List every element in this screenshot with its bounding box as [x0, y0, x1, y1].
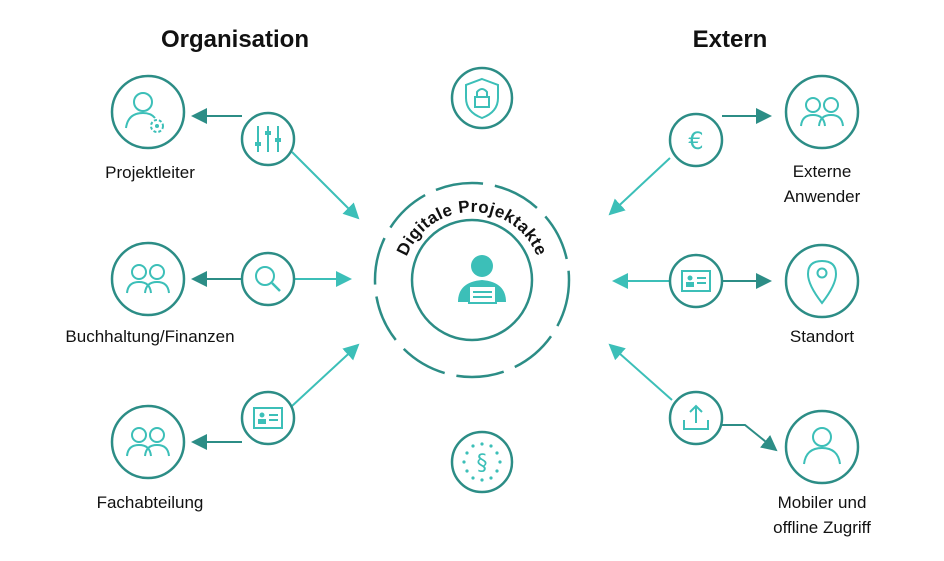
shield-lock-icon [450, 66, 514, 130]
label-fachabteilung: Fachabteilung [96, 493, 204, 512]
user-gear-icon [110, 74, 186, 150]
center-node: Digitale Projektakte [373, 181, 571, 379]
users-icon-left-2 [110, 241, 186, 317]
location-pin-icon [784, 243, 860, 319]
search-icon [240, 251, 296, 307]
heading-extern: Extern [692, 26, 768, 53]
svg-text:§: § [477, 451, 488, 476]
heading-organisation: Organisation [160, 26, 310, 53]
label-mobiler-offline: Mobiler und offline Zugriff [742, 490, 902, 540]
label-buchhaltung-finanzen: Buchhaltung/Finanzen [65, 327, 235, 346]
euro-icon: € [668, 112, 724, 168]
label-mobiler-offline-line1: Mobiler und [777, 493, 867, 512]
upload-icon [668, 390, 724, 446]
sliders-icon [240, 111, 296, 167]
left-connection-3 [191, 343, 360, 450]
label-externe-anwender: Externe Anwender [752, 159, 892, 209]
id-card-icon-right [668, 253, 724, 309]
label-standort-line1: Standort [789, 327, 855, 346]
person-at-desk-icon [458, 255, 506, 304]
user-icon-right-3 [784, 409, 860, 485]
label-mobiler-offline-line2: offline Zugriff [773, 518, 871, 537]
label-standort: Standort [752, 324, 892, 349]
id-card-icon-left [240, 390, 296, 446]
right-connection-3 [608, 343, 778, 452]
users-icon-right-1 [784, 74, 860, 150]
right-connection-1 [608, 108, 772, 216]
users-icon-left-3 [110, 404, 186, 480]
left-connection-1 [191, 108, 360, 220]
label-externe-anwender-line1: Externe [792, 162, 852, 181]
svg-text:€: € [688, 127, 703, 155]
eu-paragraph-icon: § [450, 430, 514, 494]
label-projektleiter: Projektleiter [105, 163, 195, 182]
label-externe-anwender-line2: Anwender [783, 187, 861, 206]
